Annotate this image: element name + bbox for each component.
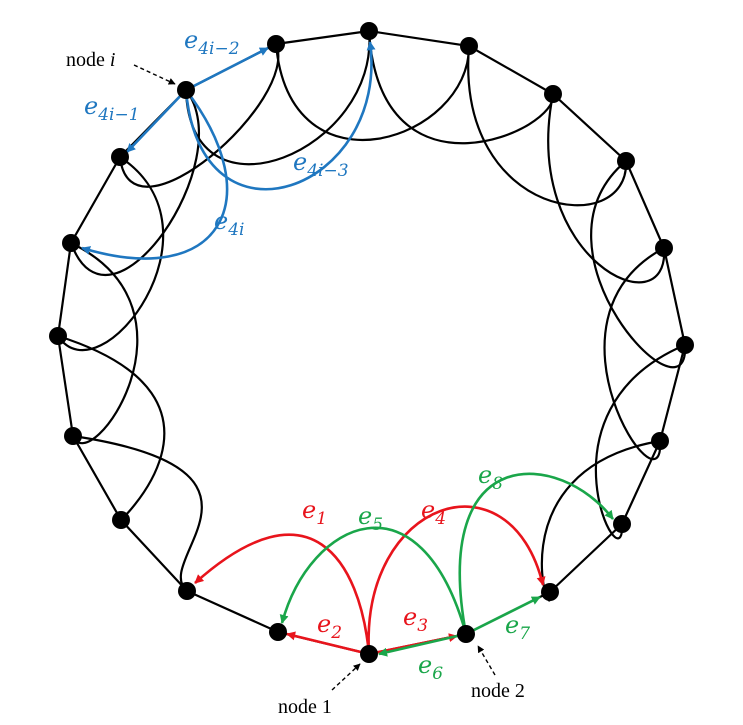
edge-4-arrow (367, 505, 546, 655)
edge-label-4i-1: e4i−1 (84, 92, 140, 125)
graph-node (651, 432, 669, 450)
edge-label-4i: e4i (214, 207, 244, 240)
skip-arc (57, 156, 165, 352)
node-1-label: node 1 (278, 696, 332, 718)
graph-node (49, 327, 67, 345)
edge-4i-3-arrow (184, 41, 376, 191)
graph-node (269, 623, 287, 641)
nodes (49, 22, 694, 663)
graph-node (544, 85, 562, 103)
node-i-pointer (133, 64, 176, 85)
edge-4i-1-arrow (126, 89, 187, 153)
graph-node (267, 35, 285, 53)
edge-8-arrow (458, 472, 615, 635)
skip-arc (467, 45, 628, 207)
skip-arc (72, 434, 203, 592)
edge-6-arrow (378, 632, 467, 657)
node-i (177, 81, 195, 99)
edge-4i-arrow (81, 89, 229, 260)
skip-arc (540, 439, 661, 602)
skip-arc (594, 343, 686, 540)
skip-arc (590, 160, 687, 369)
node-2-label: node 2 (471, 680, 525, 702)
graph-node (62, 234, 80, 252)
graph-node (112, 511, 130, 529)
edge-label-3: e3 (403, 603, 428, 636)
skip-arc (274, 43, 471, 141)
skip-arc (547, 93, 666, 284)
edge-label-5: e5 (358, 502, 383, 535)
graph-node (460, 37, 478, 55)
node-2-pointer (477, 645, 496, 676)
edge-label-8: e8 (478, 461, 503, 494)
node-1-pointer (331, 663, 361, 691)
node-1 (360, 645, 378, 663)
edge-label-4: e4 (421, 496, 446, 529)
skip-arc (367, 30, 555, 145)
edge-label-1: e1 (302, 496, 327, 529)
graph-node (541, 583, 559, 601)
edge-label-6: e6 (418, 651, 443, 684)
graph-node (617, 152, 635, 170)
pointer-arrows (133, 64, 496, 691)
graph-node (676, 336, 694, 354)
graph-node (64, 427, 82, 445)
edge-5-arrow (279, 526, 468, 635)
graph-node (360, 22, 378, 40)
node-2 (457, 625, 475, 643)
edge-4i-2-arrow (185, 46, 269, 92)
graph-node (111, 148, 129, 166)
edge-label-4i-2: e4i−2 (184, 26, 240, 59)
blue-edges (81, 41, 376, 260)
edge-2-arrow (286, 631, 370, 656)
skip-arc (70, 242, 139, 445)
graph-node (655, 239, 673, 257)
edge-7-arrow (465, 595, 541, 636)
graph-node (178, 582, 196, 600)
green-edges (279, 472, 615, 657)
edge-label-2: e2 (317, 610, 342, 643)
edge-label-7: e7 (505, 611, 530, 644)
skip-arc (184, 30, 371, 166)
edge-1-arrow (194, 533, 371, 655)
skip-arc (118, 43, 280, 188)
node-i-label: node i (66, 49, 115, 71)
edge-label-4i-3: e4i−3 (293, 148, 349, 181)
skip-arc (603, 247, 665, 460)
skip-arcs (57, 30, 687, 602)
graph-node (613, 515, 631, 533)
